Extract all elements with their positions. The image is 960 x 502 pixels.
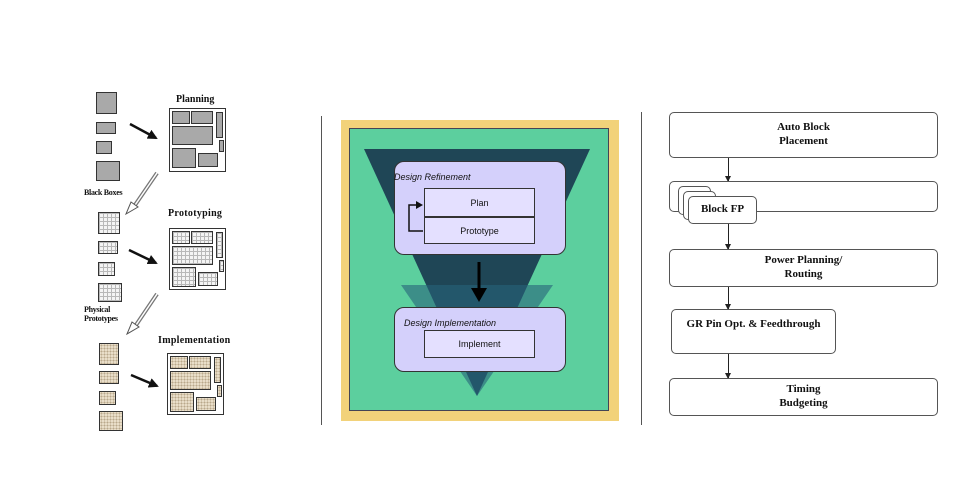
floorplan-block <box>172 111 190 124</box>
floorplan-block <box>191 231 213 244</box>
prototype-box: Prototype <box>424 217 535 244</box>
prototyping-floorplan <box>169 228 226 290</box>
prototyping-label: Prototyping <box>168 208 223 219</box>
power-line1: Power Planning/ <box>764 254 843 267</box>
black-box <box>96 122 116 134</box>
floorplan-block <box>216 112 223 138</box>
floorplan-block <box>198 153 218 167</box>
black-box <box>96 161 120 181</box>
floorplan-block <box>198 272 218 286</box>
implement-box: Implement <box>424 330 535 358</box>
prototype-block <box>98 283 122 302</box>
black-box <box>96 92 117 114</box>
implementation-floorplan <box>167 353 224 415</box>
auto-block-line1: Auto Block <box>777 121 830 134</box>
arrow-to-implementation <box>130 373 159 388</box>
prototype-block <box>98 241 118 254</box>
floorplan-block <box>219 260 224 272</box>
flow-arrow <box>725 287 731 310</box>
gr-pin-box: GR Pin Opt. & Feedthrough <box>671 309 836 354</box>
separator-left <box>321 116 322 425</box>
floorplan-block <box>196 397 216 411</box>
flow-arrow <box>725 224 731 250</box>
floorplan-block <box>191 111 213 124</box>
planning-label: Planning <box>176 94 215 105</box>
auto-block-line2: Placement <box>779 135 828 147</box>
diagonal-down-arrow <box>125 292 159 336</box>
flow-arrow <box>725 354 731 379</box>
arrow-to-prototyping <box>128 248 158 265</box>
implemented-block <box>99 371 119 384</box>
floorplan-block <box>170 371 211 390</box>
arrow-to-planning <box>129 122 158 140</box>
implemented-block <box>99 411 123 431</box>
floorplan-block <box>219 140 224 152</box>
floorplan-block <box>170 392 194 412</box>
floorplan-block <box>172 231 190 244</box>
prototype-block <box>98 262 115 276</box>
plan-box: Plan <box>424 188 535 217</box>
black-boxes-label: Black Boxes <box>84 188 123 197</box>
floorplan-block <box>217 385 222 397</box>
prototypes-line: Prototypes <box>84 314 118 323</box>
design-implementation-label: Design Implementation <box>404 318 497 328</box>
down-arrow <box>471 262 487 302</box>
floorplan-block <box>172 267 196 287</box>
implemented-block <box>99 391 116 405</box>
prototype-block <box>98 212 120 234</box>
floorplan-block <box>214 357 221 383</box>
power-line2: Routing <box>784 268 823 280</box>
flow-arrow <box>725 158 731 182</box>
power-planning-box: Power Planning/ Routing <box>669 249 938 287</box>
timing-line2: Budgeting <box>779 397 828 409</box>
floorplan-block <box>172 246 213 265</box>
physical-prototypes-label: Physical Prototypes <box>84 305 118 323</box>
block-fp-box: Block FP <box>688 196 757 224</box>
timing-line1: Timing <box>786 383 821 396</box>
floorplan-block <box>216 232 223 258</box>
implementation-label: Implementation <box>158 335 231 346</box>
auto-block-placement-box: Auto Block Placement <box>669 112 938 158</box>
floorplan-block <box>172 126 213 145</box>
floorplan-block <box>189 356 211 369</box>
planning-floorplan <box>169 108 226 172</box>
design-flow-panel: Design Refinement Plan Prototype Design … <box>341 120 619 421</box>
iteration-loop-arrow <box>408 201 423 232</box>
diagonal-down-arrow <box>124 171 159 216</box>
physical-line: Physical <box>84 305 111 314</box>
design-refinement-label: Design Refinement <box>394 172 471 182</box>
floorplan-block <box>172 148 196 168</box>
implemented-block <box>99 343 119 365</box>
black-box <box>96 141 112 154</box>
floorplan-block <box>170 356 188 369</box>
timing-budgeting-box: Timing Budgeting <box>669 378 938 416</box>
separator-right <box>641 112 642 425</box>
